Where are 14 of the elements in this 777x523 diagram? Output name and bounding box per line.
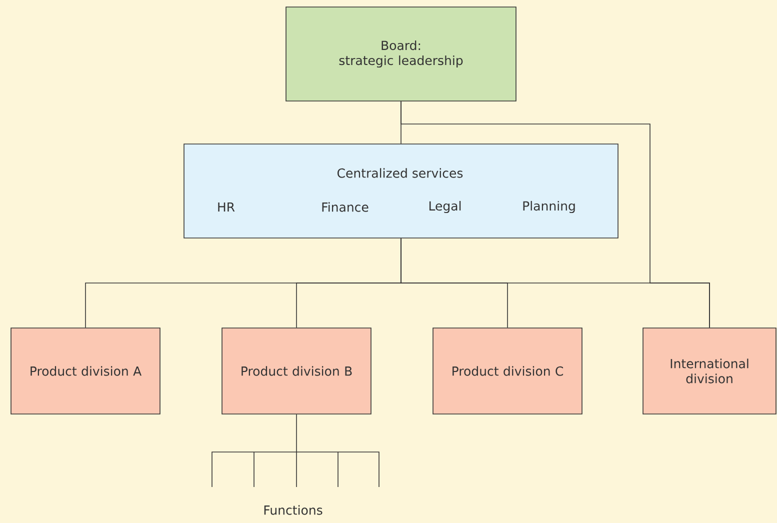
connector-line	[212, 414, 380, 488]
service-label: Planning	[523, 200, 575, 214]
board-box: Board: strategic leadership	[286, 6, 516, 102]
services-box	[184, 144, 618, 238]
service-label: Finance	[322, 202, 368, 212]
division-box: Product division B	[222, 328, 372, 414]
division-box: International division	[642, 328, 776, 414]
service-label: HR	[218, 202, 235, 212]
caption: Functions	[264, 505, 322, 515]
service-label: Legal	[429, 200, 461, 214]
division-box: Product division A	[10, 328, 160, 414]
connector-line	[400, 238, 710, 328]
division-box: Product division C	[432, 328, 582, 414]
heading: Centralized services	[338, 168, 463, 178]
